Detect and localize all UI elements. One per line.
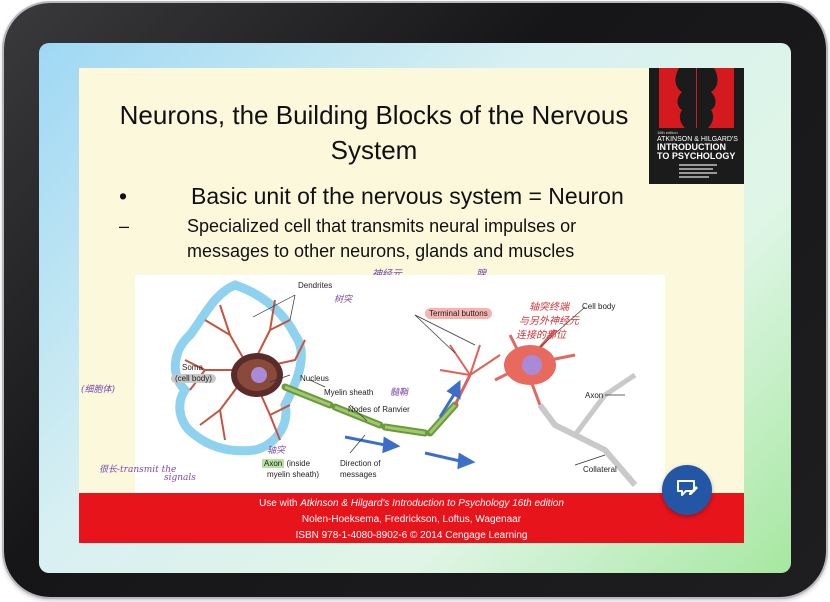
label-cell-body: Cell body [582,302,616,311]
label-axon-left-text: Axon [262,459,285,468]
bullet-main: • Basic unit of the nervous system = Neur… [119,183,624,210]
comment-edit-icon [677,480,698,496]
label-axon-left-sub: (inside [286,459,311,468]
footer-line-1-prefix: Use with [259,498,301,509]
handwritten-dendrite: 树突 [334,295,353,305]
footer-line-2: Nolen-Hoeksema, Fredrickson, Loftus, Wag… [301,514,522,525]
handwritten-terminal-2: 与另外神经元 [519,316,579,327]
footer-line-3: ISBN 978-1-4080-8902-6 © 2014 Cengage Le… [295,530,528,541]
bullet-marker: • [119,183,128,209]
label-direction-2: messages [340,470,377,479]
handwritten-myelin: 髓鞘 [390,388,409,398]
label-axon-left: Axon (inside [262,459,310,468]
handwritten-axon-note-1: 很长-transmit the [99,465,177,475]
label-myelin-sheath: Myelin sheath [324,388,374,397]
book-line3: TO PSYCHOLOGY [657,151,735,161]
book-cover-image: 16th edition ATKINSON & HILGARD'S INTROD… [649,68,744,184]
footer-line-1-title: Atkinson & Hilgard's Introduction to Psy… [300,498,564,509]
label-axon-left-sub2: myelin sheath) [267,470,320,479]
label-direction-1: Direction of [340,459,381,468]
handwritten-axon-note-2: signals [164,473,196,483]
handwritten-gland: 腺 [476,265,486,280]
bullet-text: Basic unit of the nervous system = Neuro… [191,183,624,209]
label-soma: Soma [182,363,203,372]
book-line1: ATKINSON & HILGARD'S [657,136,738,143]
book-edition: 16th edition [657,130,678,135]
handwritten-terminal-3: 连接的部位 [516,330,566,341]
label-collateral: Collateral [583,465,617,474]
comment-edit-button[interactable] [662,465,712,515]
label-nodes-of-ranvier: Nodes of Ranvier [348,405,410,414]
label-terminal-buttons: Terminal buttons [425,308,492,319]
label-dendrites: Dendrites [298,281,333,290]
neuron-diagram: Dendrites Terminal buttons Cell body Som… [135,275,665,495]
label-soma-sub: (cell body) [171,374,216,383]
slide-footer: Use with Atkinson & Hilgard's Introducti… [79,493,744,543]
screen: Neurons, the Building Blocks of the Nerv… [39,43,791,573]
slide-title: Neurons, the Building Blocks of the Nerv… [119,100,629,165]
neuron-illustration [170,280,638,487]
sub-bullet-marker: – [119,216,130,236]
label-nucleus: Nucleus [300,374,329,383]
tablet-frame: Neurons, the Building Blocks of the Nerv… [4,3,826,597]
handwritten-soma: (细胞体) [81,385,116,395]
handwritten-terminal-1: 轴突终端 [529,302,569,313]
book-line2: INTRODUCTION [657,142,726,152]
footer-line-1: Use with Atkinson & Hilgard's Introducti… [79,496,744,512]
sub-bullet-line2: messages to other neurons, glands and mu… [187,241,575,261]
handwritten-neuron: 神经元 [372,265,402,280]
handwritten-axon-cn: 轴突 [267,446,286,456]
sub-bullet-line1: Specialized cell that transmits neural i… [187,216,577,236]
slide: Neurons, the Building Blocks of the Nerv… [79,68,744,543]
label-axon-right: Axon [585,391,604,400]
